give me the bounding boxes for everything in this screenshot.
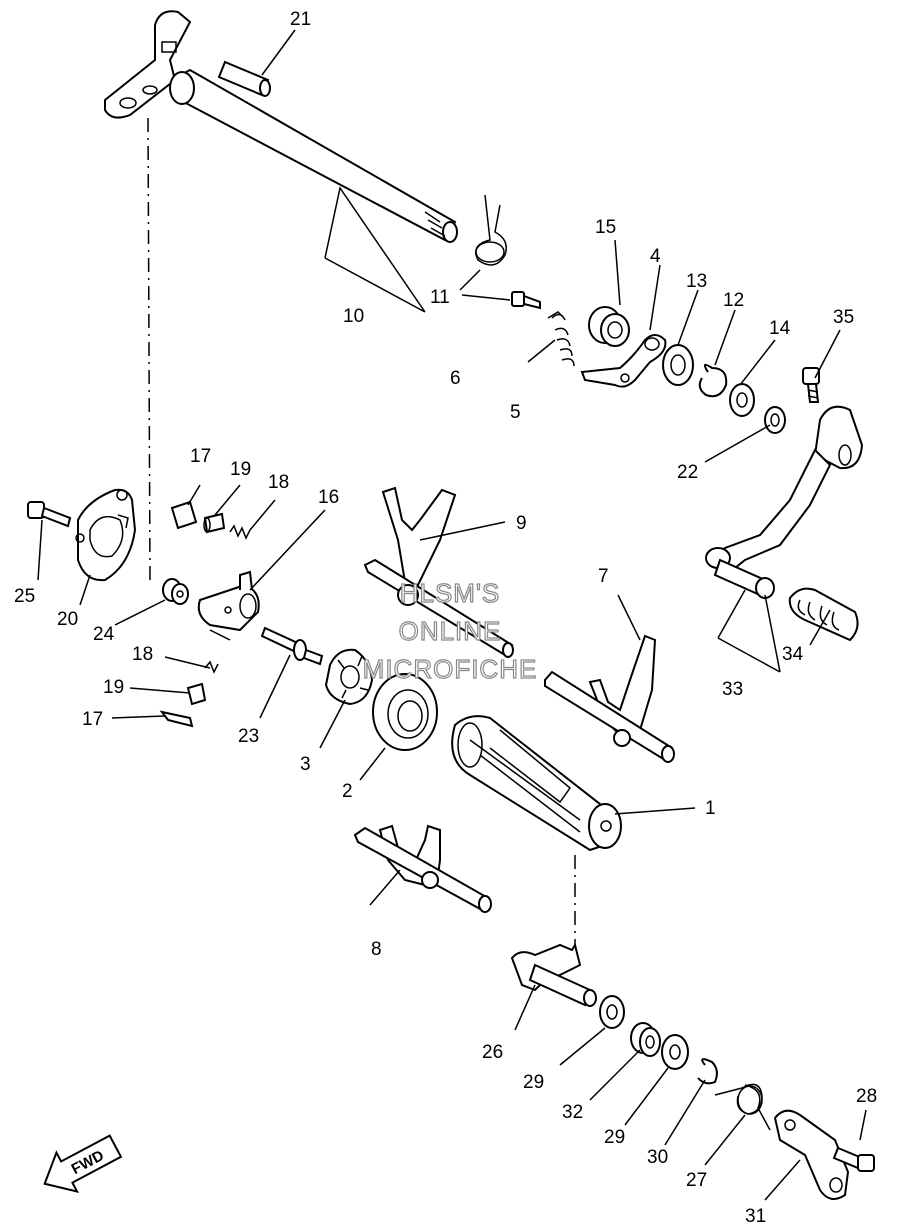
callout-2: 2 <box>342 781 353 802</box>
pin-21 <box>217 60 271 97</box>
watermark-line3: MICROFICHE <box>363 654 538 684</box>
spring-18-lower <box>204 660 219 674</box>
shift-fork-7 <box>544 634 675 763</box>
stopper-plate-20 <box>75 488 137 582</box>
torsion-spring-27 <box>714 1083 771 1131</box>
callout-12: 12 <box>723 290 744 311</box>
callout-28: 28 <box>856 1086 877 1107</box>
callout-16: 16 <box>318 487 339 508</box>
callout-5: 5 <box>510 402 521 423</box>
shift-shaft-assembly <box>104 10 458 243</box>
stopper-lever-31 <box>773 1109 850 1200</box>
callout-17-lower: 17 <box>82 709 103 730</box>
forward-direction-arrow: FWD <box>43 1134 123 1193</box>
watermark-line1: HLSM'S <box>400 578 501 608</box>
callout-32: 32 <box>562 1102 583 1123</box>
callout-17-upper: 17 <box>190 446 211 467</box>
collar-24 <box>162 578 189 605</box>
shift-pedal-33 <box>705 405 864 599</box>
watermark: HLSM'S ONLINE MICROFICHE <box>362 577 538 684</box>
spring-clip-11 <box>475 194 507 266</box>
washer-29-upper <box>599 995 625 1029</box>
callout-3: 3 <box>300 754 311 775</box>
callout-13: 13 <box>686 271 707 292</box>
spring-18-upper <box>229 524 251 540</box>
bolt-6 <box>511 291 541 310</box>
shift-arm-4 <box>580 334 667 388</box>
callout-1: 1 <box>705 798 716 819</box>
shift-cam-star-3 <box>324 648 374 706</box>
spring-5 <box>547 311 575 367</box>
pin-19-upper <box>203 512 226 534</box>
callout-18-lower: 18 <box>132 644 153 665</box>
callout-18-upper: 18 <box>268 472 289 493</box>
circlip-12 <box>698 363 728 398</box>
callout-6: 6 <box>450 368 461 389</box>
callout-8: 8 <box>371 939 382 960</box>
pin-19-lower <box>186 682 207 706</box>
bolt-28 <box>832 1146 875 1172</box>
callout-34: 34 <box>782 644 804 665</box>
callout-7: 7 <box>598 566 609 587</box>
washer-13 <box>662 344 694 386</box>
segment-16 <box>197 570 260 632</box>
callout-24: 24 <box>93 624 115 645</box>
bearing-2 <box>372 673 438 751</box>
callout-19-upper: 19 <box>230 459 251 480</box>
callout-27: 27 <box>686 1170 707 1191</box>
callout-30: 30 <box>647 1147 668 1168</box>
callout-29-lower: 29 <box>604 1127 625 1148</box>
bolt-25 <box>27 501 72 528</box>
callout-19-lower: 19 <box>103 677 124 698</box>
callout-4: 4 <box>650 246 661 267</box>
center-line-left <box>147 117 151 581</box>
shaft-pin-23 <box>260 626 324 666</box>
oil-seal-22 <box>764 406 786 434</box>
callout-10: 10 <box>343 306 364 327</box>
callout-labels: 1 2 3 4 5 6 7 8 9 10 11 12 13 14 15 16 1… <box>14 9 877 1227</box>
callout-26: 26 <box>482 1042 503 1063</box>
shift-fork-8 <box>353 824 492 913</box>
shift-shaft-26 <box>510 942 597 1007</box>
callout-35: 35 <box>833 307 854 328</box>
collar-32 <box>630 1022 661 1057</box>
callout-22: 22 <box>677 462 698 483</box>
washer-14 <box>729 383 755 417</box>
callout-15: 15 <box>595 217 616 238</box>
shift-fork-9 <box>363 486 514 658</box>
callout-20: 20 <box>57 609 78 630</box>
pedal-rubber-34 <box>788 587 859 642</box>
bolt-35 <box>802 367 820 403</box>
collar-15 <box>588 306 630 347</box>
watermark-line2: ONLINE <box>399 616 502 646</box>
callout-9: 9 <box>516 513 527 534</box>
pawl-17-lower <box>159 710 194 728</box>
circlip-30 <box>697 1058 718 1085</box>
callout-11: 11 <box>430 287 450 308</box>
callout-21: 21 <box>290 9 311 30</box>
callout-33: 33 <box>722 679 743 700</box>
callout-29-upper: 29 <box>523 1072 544 1093</box>
washer-29-lower <box>661 1034 689 1070</box>
callout-25: 25 <box>14 586 35 607</box>
callout-31: 31 <box>745 1206 766 1227</box>
pawl-17-upper <box>170 500 198 530</box>
callout-23: 23 <box>238 726 259 747</box>
callout-14: 14 <box>769 318 791 339</box>
shift-drum-1 <box>451 715 622 852</box>
leader-lines <box>37 29 867 1201</box>
